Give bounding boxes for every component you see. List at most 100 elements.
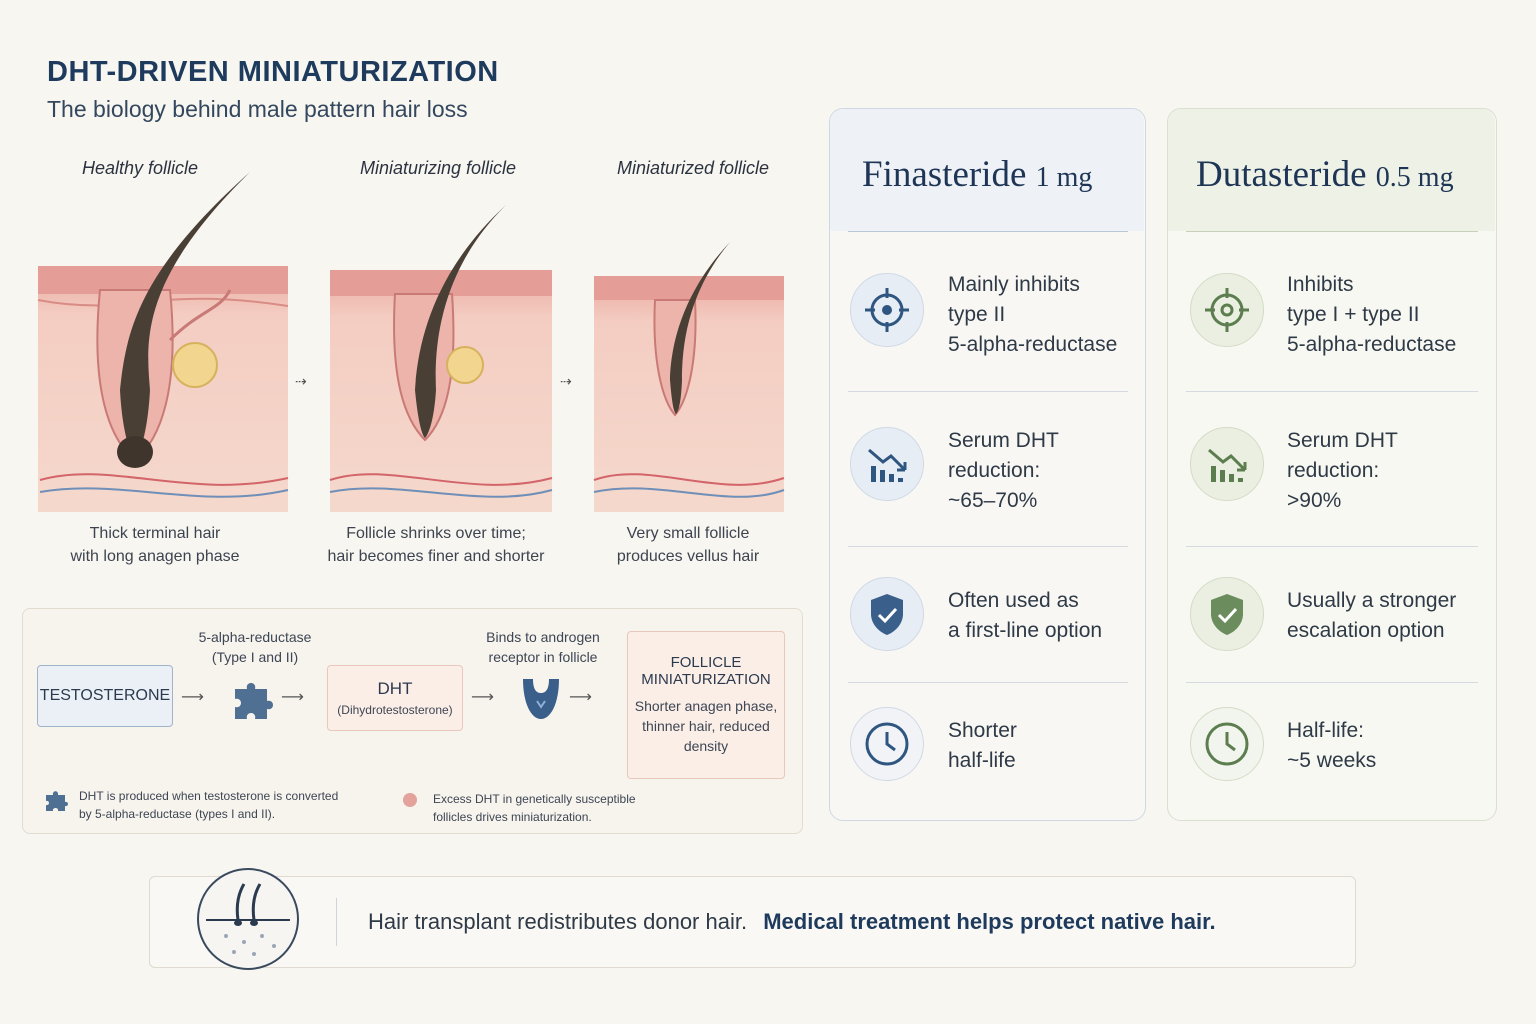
clock-icon xyxy=(1190,707,1264,781)
puzzle-icon xyxy=(46,791,68,811)
row-line: Mainly inhibits xyxy=(948,273,1080,296)
result-title-line: FOLLICLE xyxy=(670,654,742,671)
svg-text:⇢: ⇢ xyxy=(295,374,307,390)
arrow-icon: ⟶ xyxy=(281,689,304,706)
caption-line: with long anagen phase xyxy=(70,548,240,565)
note-line: follicles drives miniaturization. xyxy=(433,810,592,824)
note-line: Excess DHT in genetically susceptible xyxy=(433,792,636,806)
binds-label: Binds to androgen receptor in follicle xyxy=(467,627,619,667)
caption-line: Very small follicle xyxy=(626,525,750,542)
clock-icon xyxy=(850,707,924,781)
row-line: reduction: xyxy=(1287,459,1380,482)
divider xyxy=(1186,546,1478,547)
chart-down-icon xyxy=(1190,427,1264,501)
note-line: DHT is produced when testosterone is con… xyxy=(79,789,339,803)
puzzle-icon xyxy=(235,683,273,719)
follicle-miniaturized-illustration xyxy=(593,242,785,512)
stage-label-healthy: Healthy follicle xyxy=(81,158,199,178)
footer-message: Hair transplant redistributes donor hair… xyxy=(368,909,1216,935)
dutasteride-row-usage: Usually a stronger escalation option xyxy=(1287,586,1456,646)
divider xyxy=(1186,231,1478,232)
dht-full-label: (Dihydrotestosterone) xyxy=(337,703,453,717)
testosterone-box: TESTOSTERONE xyxy=(37,665,173,727)
row-line: escalation option xyxy=(1287,619,1445,642)
row-line: a first-line option xyxy=(948,619,1103,642)
footer-text-plain: Hair transplant redistributes donor hair… xyxy=(368,909,748,934)
page-subtitle: The biology behind male pattern hair los… xyxy=(47,96,468,122)
row-line: Usually a stronger xyxy=(1287,589,1457,612)
divider xyxy=(848,231,1128,232)
arrow-icon: ⟶ xyxy=(181,689,204,706)
row-line: Serum DHT xyxy=(948,429,1059,452)
binds-line: receptor in follicle xyxy=(488,649,598,665)
row-line: 5-alpha-reductase xyxy=(1287,333,1457,356)
finasteride-card: Finasteride 1 mg Mainly inhibits type II… xyxy=(829,108,1146,821)
result-desc-line: density xyxy=(683,738,729,754)
finasteride-row-dht: Serum DHT reduction: ~65–70% xyxy=(948,426,1059,516)
divider xyxy=(848,682,1128,683)
note-dht-production: DHT is produced when testosterone is con… xyxy=(79,787,338,823)
caption-line: hair becomes finer and shorter xyxy=(327,548,545,565)
result-desc-line: Shorter anagen phase, xyxy=(634,698,778,714)
row-line: Half-life: xyxy=(1287,719,1365,742)
target-icon xyxy=(850,273,924,347)
result-desc-line: thinner hair, reduced xyxy=(642,718,770,734)
stage-label-miniaturized: Miniaturized follicle xyxy=(616,158,770,178)
row-line: Often used as xyxy=(948,589,1079,612)
finasteride-row-mechanism: Mainly inhibits type II 5-alpha-reductas… xyxy=(948,270,1117,360)
footer-text-bold: Medical treatment helps protect native h… xyxy=(763,909,1216,934)
dht-label: DHT xyxy=(377,679,413,698)
follicle-healthy-illustration xyxy=(37,172,289,512)
dht-pathway-panel: TESTOSTERONE 5-alpha-reductase (Type I a… xyxy=(22,608,803,834)
enzyme-line: (Type I and II) xyxy=(211,649,299,665)
row-line: ~65–70% xyxy=(948,489,1038,512)
dot-icon xyxy=(403,793,417,807)
follicle-miniaturizing-illustration xyxy=(329,205,553,512)
bottom-banner xyxy=(149,876,1356,968)
caption-line: Follicle shrinks over time; xyxy=(346,525,526,542)
finasteride-row-halflife: Shorter half-life xyxy=(948,716,1017,776)
target-icon xyxy=(1190,273,1264,347)
row-line: type II xyxy=(948,303,1006,326)
hair-scalp-icon xyxy=(197,868,299,970)
miniaturization-result-box: FOLLICLE MINIATURIZATION Shorter anagen … xyxy=(627,631,785,779)
dutasteride-row-halflife: Half-life: ~5 weeks xyxy=(1287,716,1376,776)
dutasteride-card: Dutasteride 0.5 mg Inhibits type I + typ… xyxy=(1167,108,1497,821)
divider xyxy=(1186,391,1478,392)
drug-dose: 0.5 mg xyxy=(1375,162,1454,193)
arrow-icon: ⟶ xyxy=(471,689,494,706)
row-line: >90% xyxy=(1287,489,1342,512)
divider xyxy=(336,898,337,946)
stage-caption-miniaturized: Very small follicle produces vellus hair xyxy=(578,522,798,568)
row-line: Serum DHT xyxy=(1287,429,1398,452)
drug-name: Dutasteride xyxy=(1196,154,1367,195)
dutasteride-title: Dutasteride 0.5 mg xyxy=(1196,153,1454,196)
card-header-bg xyxy=(1168,109,1495,231)
svg-text:⇢: ⇢ xyxy=(560,374,572,390)
note-excess-dht: Excess DHT in genetically susceptible fo… xyxy=(433,790,636,826)
dht-box: DHT (Dihydrotestosterone) xyxy=(327,665,463,731)
dutasteride-row-dht: Serum DHT reduction: >90% xyxy=(1287,426,1398,516)
divider xyxy=(848,546,1128,547)
receptor-icon xyxy=(523,679,559,719)
row-line: type I + type II xyxy=(1287,303,1420,326)
note-line: by 5-alpha-reductase (types I and II). xyxy=(79,807,276,821)
caption-line: Thick terminal hair xyxy=(89,525,221,542)
binds-line: Binds to androgen xyxy=(486,629,600,645)
divider xyxy=(1186,682,1478,683)
card-header-bg xyxy=(830,109,1144,231)
enzyme-label: 5-alpha-reductase (Type I and II) xyxy=(185,627,325,667)
follicle-illustrations: ⇢ ⇢ xyxy=(37,172,785,512)
drug-name: Finasteride xyxy=(862,154,1027,195)
arrow-icon: ⟶ xyxy=(569,689,592,706)
stage-caption-healthy: Thick terminal hair with long anagen pha… xyxy=(30,522,280,568)
finasteride-row-usage: Often used as a first-line option xyxy=(948,586,1102,646)
row-line: half-life xyxy=(948,749,1016,772)
shield-check-icon xyxy=(850,577,924,651)
dutasteride-row-mechanism: Inhibits type I + type II 5-alpha-reduct… xyxy=(1287,270,1456,360)
enzyme-line: 5-alpha-reductase xyxy=(198,629,312,645)
shield-check-icon xyxy=(1190,577,1264,651)
finasteride-title: Finasteride 1 mg xyxy=(862,153,1092,196)
caption-line: produces vellus hair xyxy=(616,548,760,565)
page-title: DHT-DRIVEN MINIATURIZATION xyxy=(47,56,499,88)
